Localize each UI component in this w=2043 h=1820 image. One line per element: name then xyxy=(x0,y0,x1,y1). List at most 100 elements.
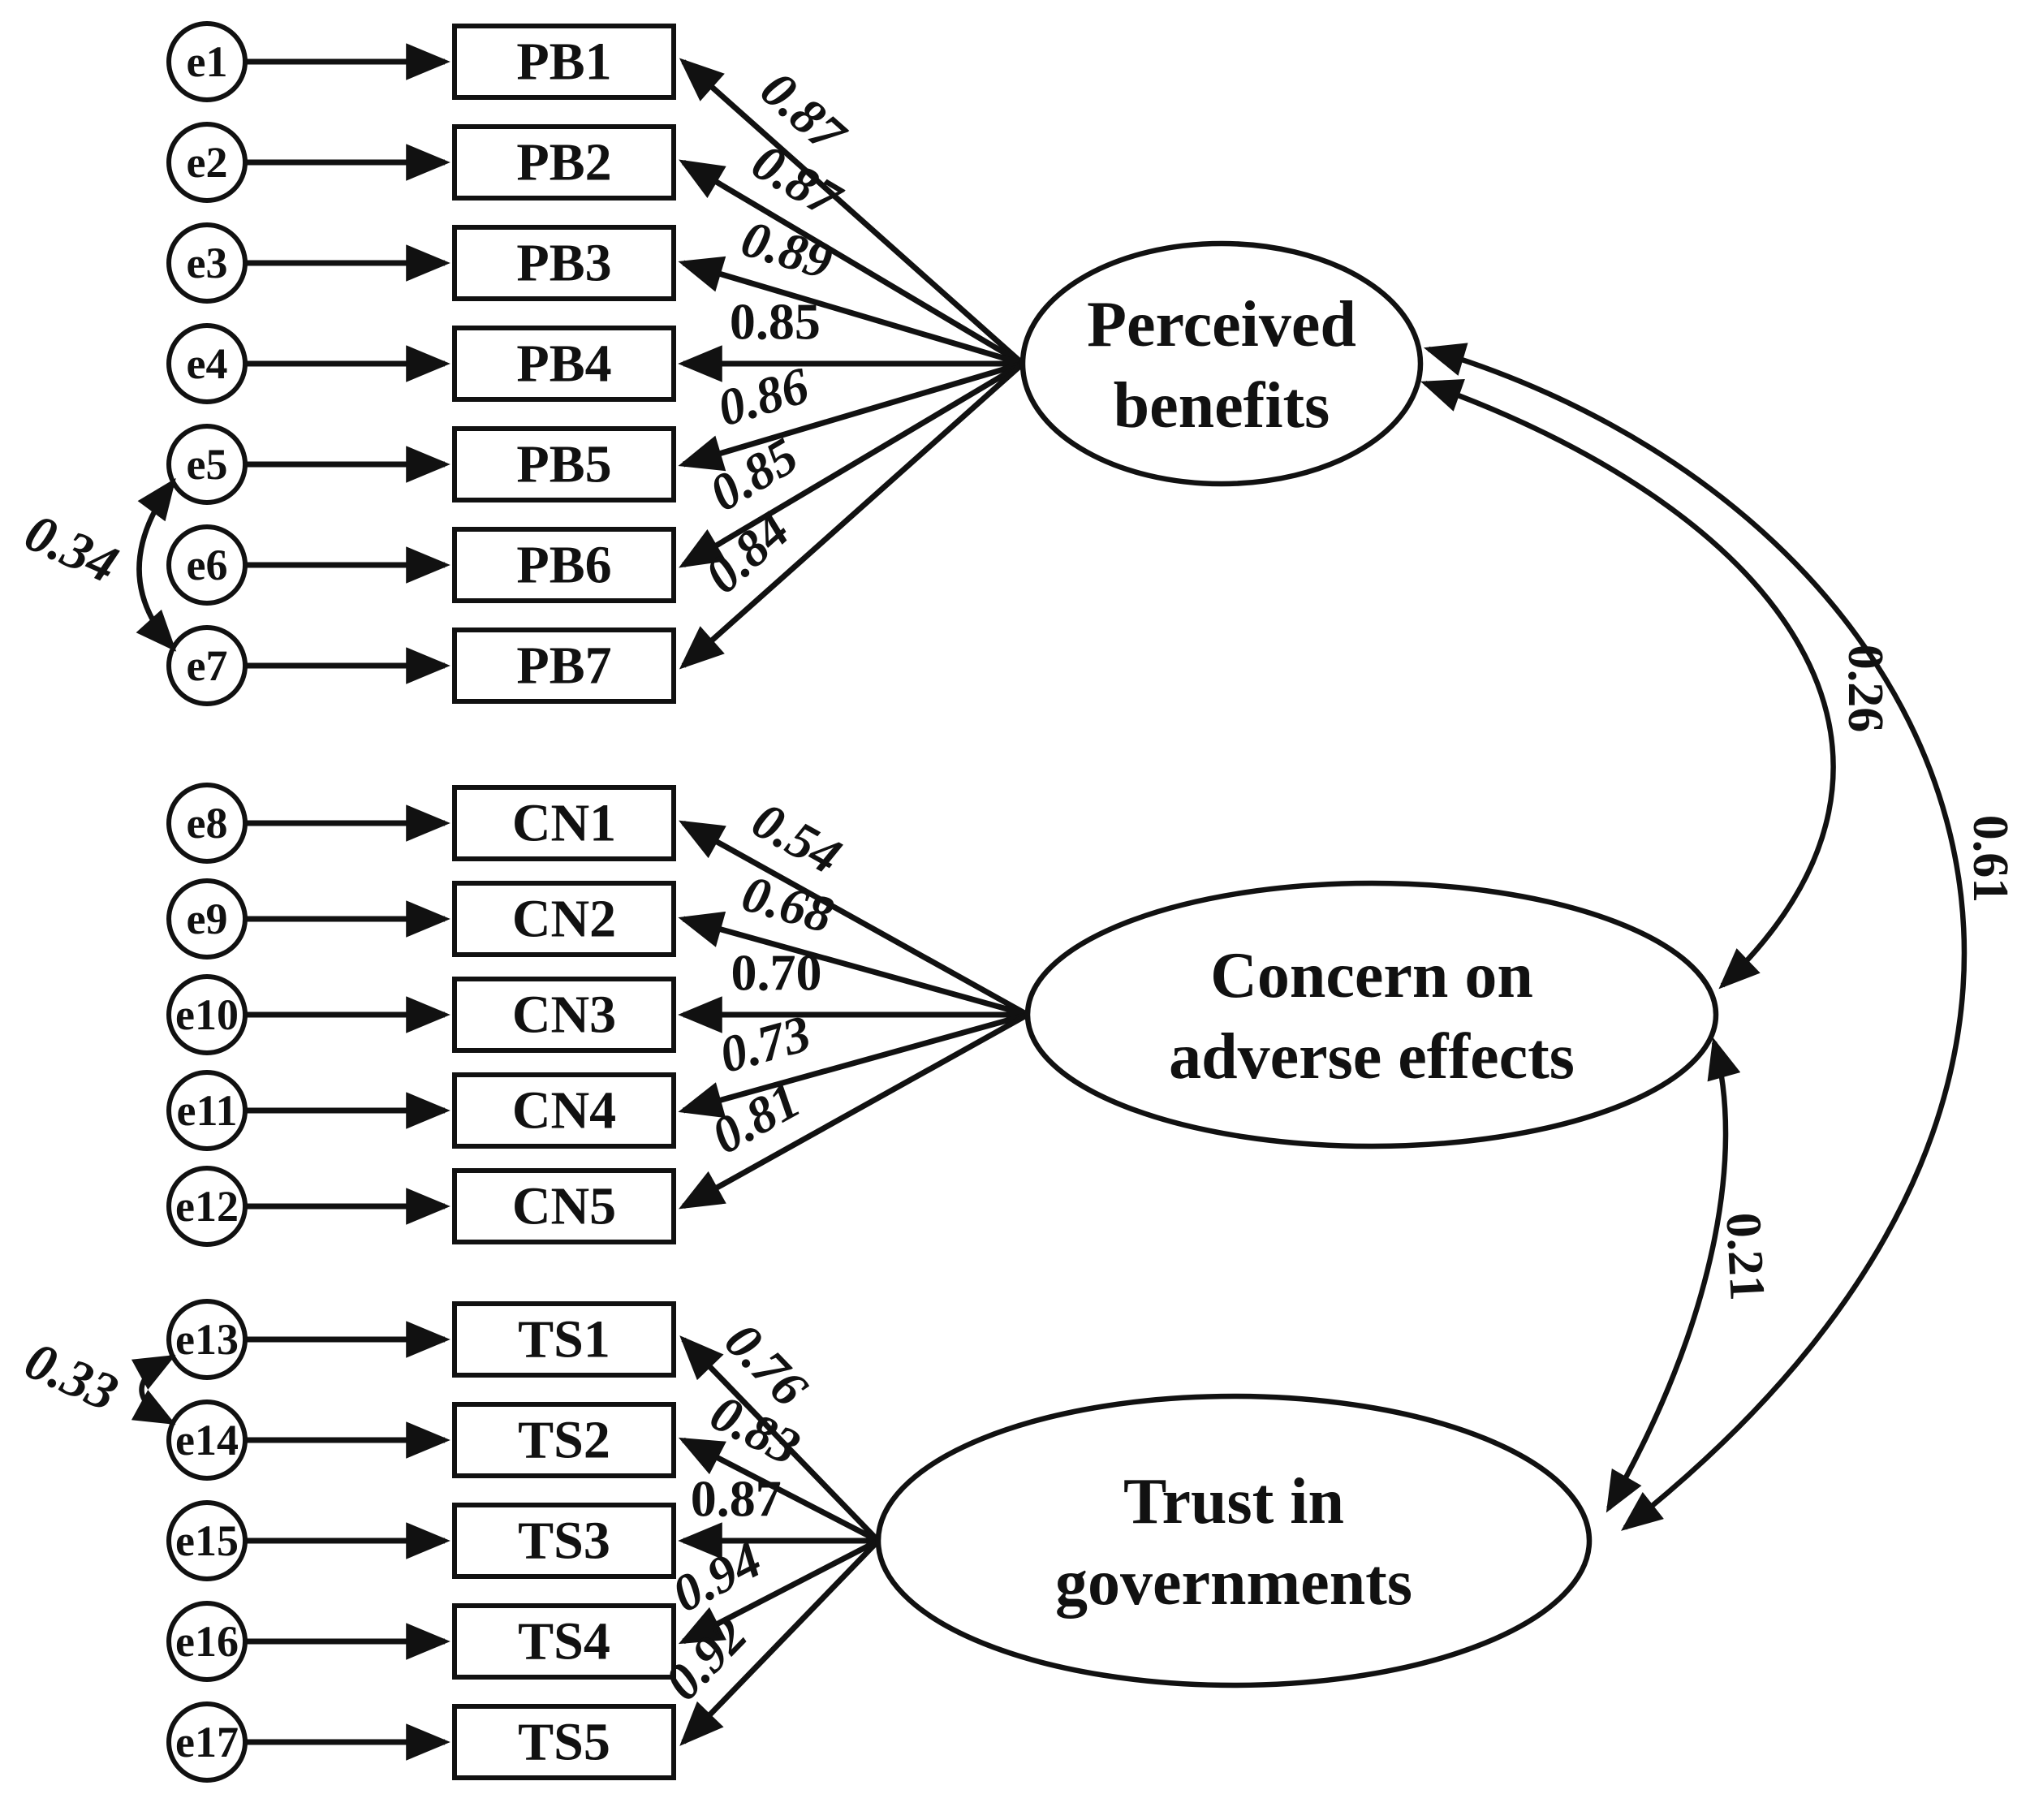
indicator-box-CN3 xyxy=(452,977,676,1053)
error-label-e5: e5 xyxy=(187,440,228,489)
error-label-e15: e15 xyxy=(175,1516,239,1565)
covariance-value-e13-e14: 0.33 xyxy=(16,1330,126,1423)
error-label-e6: e6 xyxy=(187,541,228,589)
error-term-e2 xyxy=(166,122,248,203)
factor-name-TS-line2: governments xyxy=(1055,1547,1412,1619)
error-term-e1 xyxy=(166,21,248,102)
loading-arrow-CN1 xyxy=(679,820,1029,1018)
error-label-e14: e14 xyxy=(175,1416,239,1464)
indicator-box-TS5 xyxy=(452,1704,676,1780)
error-term-e14 xyxy=(166,1400,248,1481)
error-label-e7: e7 xyxy=(187,641,228,690)
error-label-e17: e17 xyxy=(175,1718,239,1766)
latent-factor-ellipse-TS xyxy=(875,1393,1593,1688)
loading-value-CN5: 0.81 xyxy=(702,1071,809,1166)
error-term-e3 xyxy=(166,222,248,304)
loading-value-PB4: 0.85 xyxy=(730,293,821,351)
indicator-label-PB4: PB4 xyxy=(516,334,611,394)
error-term-e10 xyxy=(166,974,248,1055)
indicator-label-TS4: TS4 xyxy=(518,1612,610,1671)
loading-arrow-PB1 xyxy=(679,58,1025,366)
indicator-box-PB2 xyxy=(452,124,676,201)
indicator-label-PB6: PB6 xyxy=(516,536,611,595)
loading-value-CN3: 0.70 xyxy=(731,944,821,1002)
indicator-box-PB7 xyxy=(452,628,676,704)
loading-arrow-PB3 xyxy=(678,256,1024,367)
loading-arrow-TS4 xyxy=(678,1538,880,1645)
factor-name-PB-line1: Perceived xyxy=(1087,289,1356,360)
loading-arrow-CN4 xyxy=(678,1011,1028,1119)
indicator-box-PB5 xyxy=(452,426,676,502)
factor-name-CN-line2: adverse effects xyxy=(1169,1021,1575,1093)
indicator-label-CN1: CN1 xyxy=(512,794,616,853)
correlation-arc-CN-TS xyxy=(1606,1037,1741,1513)
latent-factor-ellipse-PB xyxy=(1019,240,1424,487)
error-label-e12: e12 xyxy=(175,1182,239,1231)
error-term-e4 xyxy=(166,323,248,404)
indicator-box-TS4 xyxy=(452,1603,676,1680)
correlation-value-PB-TS: 0.61 xyxy=(1963,815,2018,904)
error-term-e12 xyxy=(166,1166,248,1247)
indicator-label-CN3: CN3 xyxy=(512,985,616,1045)
indicator-box-TS2 xyxy=(452,1402,676,1478)
indicator-box-TS1 xyxy=(452,1301,676,1378)
error-term-e9 xyxy=(166,878,248,960)
indicator-box-CN1 xyxy=(452,785,676,861)
covariance-arc-e13-e14 xyxy=(131,1354,176,1425)
error-term-e15 xyxy=(166,1500,248,1581)
error-label-e8: e8 xyxy=(187,799,228,847)
error-label-e3: e3 xyxy=(187,239,228,287)
error-label-e13: e13 xyxy=(175,1315,239,1364)
error-term-e8 xyxy=(166,783,248,864)
factor-name-PB-line2: benefits xyxy=(1114,370,1330,442)
indicator-box-PB4 xyxy=(452,326,676,402)
loading-arrow-TS1 xyxy=(679,1335,881,1543)
indicator-box-TS3 xyxy=(452,1503,676,1579)
error-term-e7 xyxy=(166,625,248,706)
loading-arrow-PB5 xyxy=(678,360,1024,472)
error-term-e11 xyxy=(166,1070,248,1151)
error-term-e17 xyxy=(166,1701,248,1783)
error-term-e5 xyxy=(166,424,248,505)
indicator-box-CN2 xyxy=(452,881,676,957)
indicator-box-CN4 xyxy=(452,1072,676,1149)
indicator-label-PB3: PB3 xyxy=(516,234,611,293)
loading-arrow-TS2 xyxy=(678,1437,880,1544)
covariance-arc-e5-e7 xyxy=(136,477,177,652)
covariance-value-e5-e7: 0.34 xyxy=(16,502,126,595)
correlation-arc-PB-TS xyxy=(1423,343,1968,1531)
factor-name-CN-line1: Concern on xyxy=(1210,940,1533,1011)
indicator-label-TS3: TS3 xyxy=(518,1512,610,1571)
error-label-e10: e10 xyxy=(175,990,239,1039)
latent-factor-ellipse-CN xyxy=(1024,880,1719,1149)
indicator-label-PB1: PB1 xyxy=(516,32,611,92)
indicator-label-CN5: CN5 xyxy=(512,1177,616,1236)
loading-value-PB5: 0.86 xyxy=(711,356,815,438)
factor-name-TS-line1: Trust in xyxy=(1123,1466,1344,1538)
loading-value-TS3: 0.87 xyxy=(691,1470,782,1528)
indicator-box-PB6 xyxy=(452,527,676,603)
correlation-value-CN-TS: 0.21 xyxy=(1715,1211,1775,1302)
indicator-label-TS5: TS5 xyxy=(518,1713,610,1772)
loading-arrow-PB7 xyxy=(679,361,1025,670)
indicator-box-PB1 xyxy=(452,24,676,100)
loading-arrow-PB6 xyxy=(679,360,1024,568)
indicator-label-PB5: PB5 xyxy=(516,435,611,494)
loading-value-PB7: 0.84 xyxy=(694,501,800,605)
error-label-e4: e4 xyxy=(187,339,228,388)
error-label-e16: e16 xyxy=(175,1617,239,1666)
indicator-label-CN2: CN2 xyxy=(512,890,616,949)
loading-arrow-PB2 xyxy=(679,159,1024,367)
indicator-box-CN5 xyxy=(452,1168,676,1244)
error-label-e1: e1 xyxy=(187,37,228,86)
indicator-label-CN4: CN4 xyxy=(512,1081,616,1141)
loading-arrow-TS5 xyxy=(679,1538,881,1746)
error-term-e13 xyxy=(166,1299,248,1380)
error-term-e16 xyxy=(166,1601,248,1682)
loading-arrow-CN5 xyxy=(679,1011,1029,1210)
loading-arrow-CN2 xyxy=(678,911,1028,1018)
error-label-e2: e2 xyxy=(187,138,228,187)
indicator-box-PB3 xyxy=(452,225,676,301)
